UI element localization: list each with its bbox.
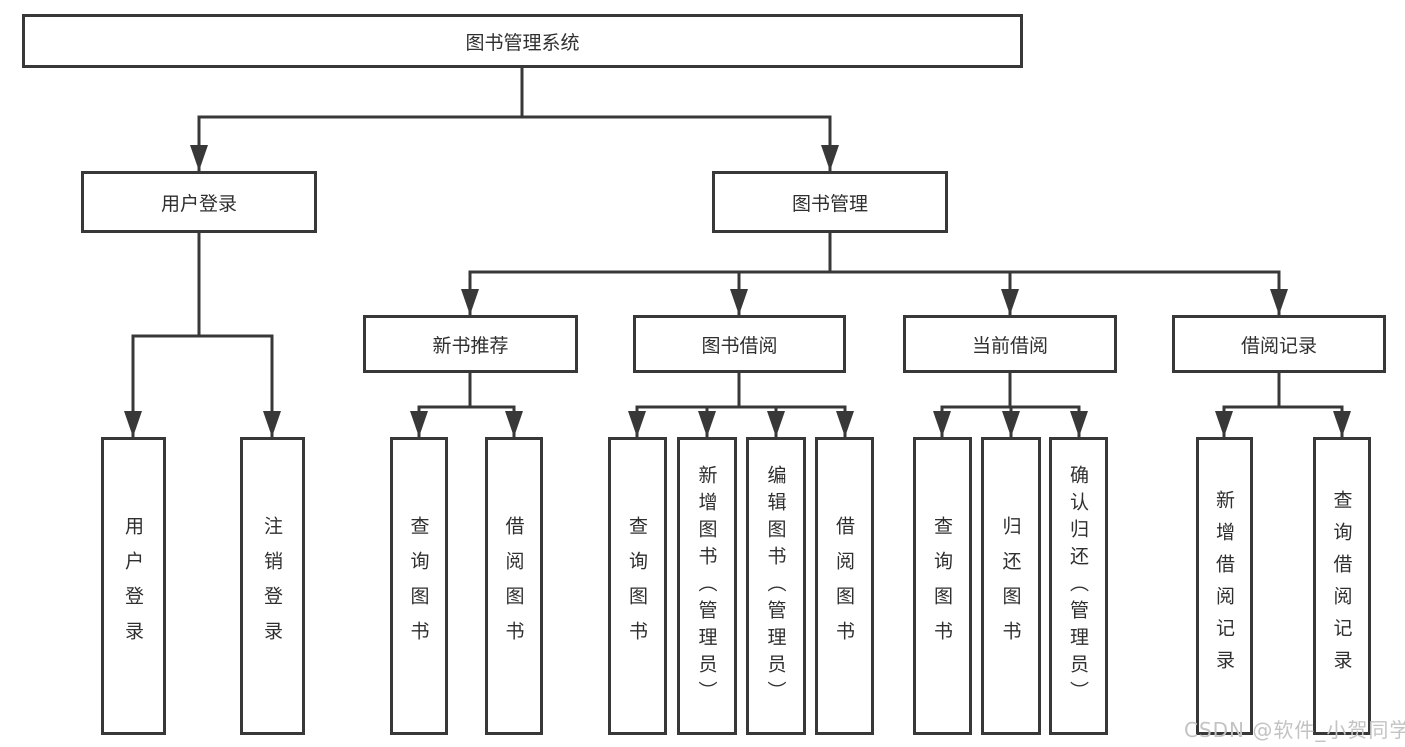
- node-label: 查询图书: [626, 516, 648, 656]
- leaf-confirm-return-admin: 确认归还（管理员）: [1049, 437, 1108, 735]
- leaf-user-login: 用户登录: [101, 437, 166, 735]
- arrow-down-icon: [263, 411, 281, 437]
- node-label: 新增借阅记录: [1213, 490, 1235, 682]
- connector-root-to-level2: [197, 68, 832, 171]
- node-label: 查询借阅记录: [1330, 490, 1353, 682]
- arrow-down-icon: [698, 411, 716, 437]
- leaf-query-books-current: 查询图书: [913, 437, 972, 735]
- node-borrowing-records: 借阅记录: [1172, 315, 1386, 373]
- node-library-management-system: 图书管理系统: [22, 14, 1023, 68]
- arrowheads: [124, 145, 1351, 437]
- leaf-borrow-books: 借阅图书: [815, 437, 874, 735]
- node-book-management: 图书管理: [712, 171, 948, 233]
- node-label: 编辑图书（管理员）: [764, 464, 787, 708]
- arrow-down-icon: [505, 411, 523, 437]
- arrow-down-icon: [628, 411, 646, 437]
- arrow-down-icon: [730, 289, 748, 315]
- node-label: 借阅图书: [833, 516, 855, 656]
- arrow-down-icon: [190, 145, 208, 171]
- node-label: 图书借阅: [701, 334, 778, 357]
- node-current-borrowing: 当前借阅: [903, 315, 1117, 373]
- leaf-query-borrow-record: 查询借阅记录: [1313, 437, 1371, 735]
- node-label: 当前借阅: [971, 334, 1048, 357]
- node-label: 新增图书（管理员）: [695, 464, 718, 708]
- leaf-logout: 注销登录: [240, 437, 305, 735]
- node-label: 确认归还（管理员）: [1067, 464, 1089, 708]
- csdn-watermark: CSDN @软件_小贺同学: [1184, 718, 1405, 742]
- arrow-down-icon: [1333, 411, 1351, 437]
- node-label: 查询图书: [931, 516, 953, 656]
- leaf-add-borrow-record: 新增借阅记录: [1196, 437, 1253, 735]
- arrow-down-icon: [836, 411, 854, 437]
- node-new-book-recommendation: 新书推荐: [363, 315, 578, 373]
- leaf-return-books: 归还图书: [981, 437, 1041, 735]
- arrow-down-icon: [410, 411, 428, 437]
- arrow-down-icon: [821, 145, 839, 171]
- arrow-down-icon: [461, 289, 479, 315]
- leaf-query-books-borrow: 查询图书: [608, 437, 667, 735]
- leaf-add-books-admin: 新增图书（管理员）: [677, 437, 737, 735]
- arrow-down-icon: [767, 411, 785, 437]
- node-label: 图书管理系统: [465, 31, 580, 54]
- node-book-borrowing: 图书借阅: [633, 315, 846, 373]
- arrow-down-icon: [1215, 411, 1233, 437]
- leaf-edit-books-admin: 编辑图书（管理员）: [746, 437, 806, 735]
- node-label: 用户登录: [122, 516, 144, 656]
- node-label: 用户登录: [160, 192, 237, 215]
- node-label: 借阅图书: [502, 516, 525, 656]
- node-label: 注销登录: [261, 516, 283, 656]
- arrow-down-icon: [1001, 289, 1019, 315]
- node-label: 借阅记录: [1240, 334, 1317, 357]
- node-label: 查询图书: [407, 516, 430, 656]
- connector-records-to-leaves: [1222, 373, 1344, 437]
- arrow-down-icon: [1270, 289, 1288, 315]
- arrow-down-icon: [124, 411, 142, 437]
- connector-newbooks-to-leaves: [417, 373, 516, 437]
- leaf-query-books-recommend: 查询图书: [390, 437, 448, 735]
- connector-borrow-to-leaves: [635, 373, 847, 437]
- node-label: 新书推荐: [432, 334, 509, 357]
- connector-bookmgmt-to-level3: [468, 233, 1281, 315]
- node-label: 归还图书: [999, 516, 1022, 656]
- connector-userlogin-to-leaves: [131, 233, 274, 437]
- arrow-down-icon: [1002, 411, 1020, 437]
- arrow-down-icon: [1070, 411, 1088, 437]
- arrow-down-icon: [933, 411, 951, 437]
- leaf-borrow-books-recommend: 借阅图书: [485, 437, 543, 735]
- node-user-login: 用户登录: [81, 171, 317, 233]
- node-label: 图书管理: [791, 192, 868, 215]
